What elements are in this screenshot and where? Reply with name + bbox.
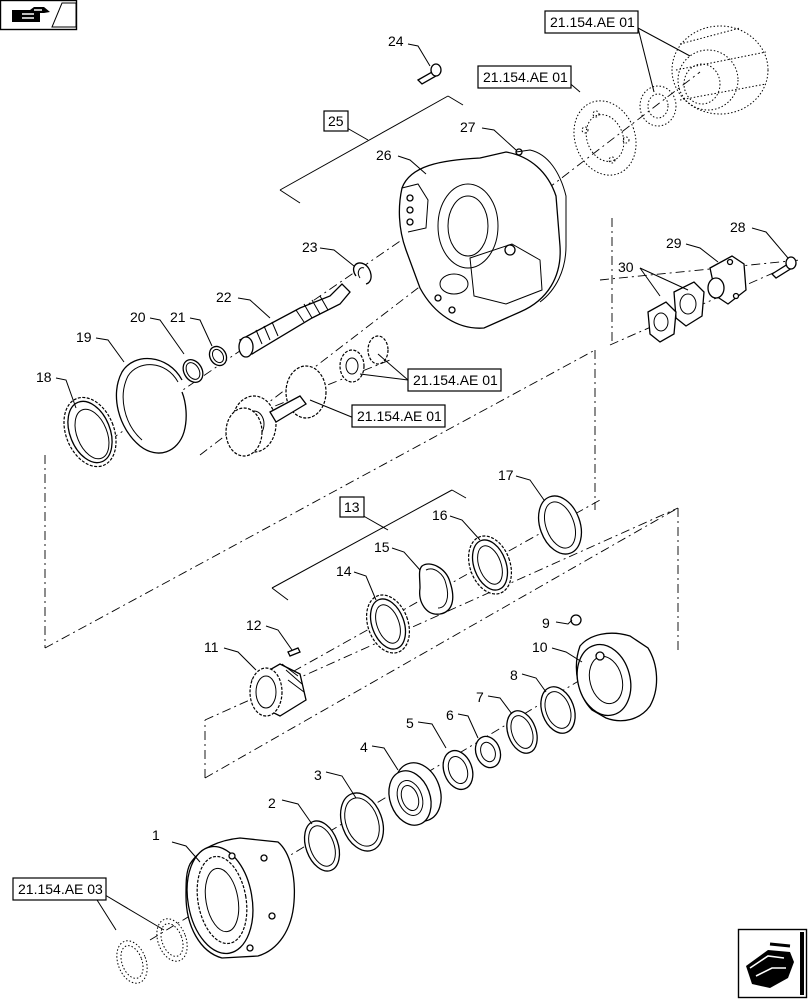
callout-25-box[interactable]: 25 <box>323 110 349 132</box>
callout-24[interactable]: 24 <box>388 33 404 49</box>
callout-3[interactable]: 3 <box>314 767 322 783</box>
callout-21[interactable]: 21 <box>170 309 186 325</box>
part-22-shaft <box>238 283 351 358</box>
callout-17[interactable]: 17 <box>498 467 514 483</box>
part-23-snap-ring <box>352 262 372 285</box>
ref-link-gear-large[interactable]: 21.154.AE 01 <box>351 404 446 428</box>
callout-20[interactable]: 20 <box>130 309 146 325</box>
callout-29[interactable]: 29 <box>666 235 682 251</box>
callout-22[interactable]: 22 <box>216 289 232 305</box>
part-15-spring-clip <box>418 563 454 615</box>
ref-bearing <box>639 85 677 127</box>
callout-1[interactable]: 1 <box>152 827 160 843</box>
part-24-bolt <box>416 63 442 85</box>
part-1-clutch-housing <box>185 837 296 959</box>
part-29-cover <box>707 255 747 305</box>
callout-13: 13 <box>344 499 360 515</box>
part-30-gasket-a <box>673 281 705 327</box>
ref-link-bottom[interactable]: 21.154.AE 03 <box>12 877 107 901</box>
part-19-snap-ring <box>115 358 187 454</box>
callout-9[interactable]: 9 <box>542 615 550 631</box>
callout-8[interactable]: 8 <box>510 667 518 683</box>
callout-numbers: 1 2 3 4 5 6 7 8 9 10 11 12 14 15 16 17 1… <box>36 33 746 843</box>
ref-gear-small <box>339 335 389 383</box>
part-5-ring <box>442 749 474 791</box>
ref-link-carrier[interactable]: 21.154.AE 01 <box>477 65 572 89</box>
callout-15[interactable]: 15 <box>374 539 390 555</box>
callout-19[interactable]: 19 <box>76 329 92 345</box>
callout-26[interactable]: 26 <box>376 147 392 163</box>
callout-2[interactable]: 2 <box>268 795 276 811</box>
part-20-ring <box>182 359 204 383</box>
callout-7[interactable]: 7 <box>476 689 484 705</box>
callout-6[interactable]: 6 <box>446 707 454 723</box>
group-bracket-13 <box>271 489 467 601</box>
part-8-ring <box>540 686 576 734</box>
part-9-pin <box>570 614 582 626</box>
part-3-ring <box>339 792 385 852</box>
part-30-gasket-b <box>647 301 677 343</box>
ref-carrier-plate <box>573 100 637 176</box>
part-14-synchro-ring <box>365 594 411 654</box>
group-bracket-25 <box>279 95 464 204</box>
callout-28[interactable]: 28 <box>730 219 746 235</box>
ref-link-gear-small[interactable]: 21.154.AE 01 <box>407 368 502 392</box>
part-7-ring <box>506 710 538 754</box>
ref-bottom-rings <box>116 918 188 984</box>
callout-10[interactable]: 10 <box>532 639 548 655</box>
part-10-clutch-drum <box>575 632 658 722</box>
callout-14[interactable]: 14 <box>336 563 352 579</box>
part-21-ring <box>208 345 228 367</box>
ref-planet-drum <box>671 25 769 115</box>
callout-5[interactable]: 5 <box>406 715 414 731</box>
ref-gear-large-label: 21.154.AE 01 <box>357 408 442 424</box>
callout-leaders <box>55 27 789 931</box>
part-16-synchro-ring <box>467 535 513 595</box>
callout-13-box[interactable]: 13 <box>339 496 365 518</box>
ref-link-top[interactable]: 21.154.AE 01 <box>544 10 639 34</box>
ref-top-label: 21.154.AE 01 <box>550 14 635 30</box>
part-4-piston <box>388 762 442 826</box>
callout-16[interactable]: 16 <box>432 507 448 523</box>
hand-pointing-right-icon <box>12 7 50 22</box>
callout-11[interactable]: 11 <box>204 639 219 655</box>
callout-23[interactable]: 23 <box>302 239 318 255</box>
callout-4[interactable]: 4 <box>360 739 368 755</box>
callout-12[interactable]: 12 <box>246 617 262 633</box>
callout-18[interactable]: 18 <box>36 369 52 385</box>
nav-next-button[interactable] <box>737 928 808 999</box>
ref-bottom-label: 21.154.AE 03 <box>18 881 103 897</box>
part-6-washer <box>474 735 502 769</box>
callout-27[interactable]: 27 <box>460 119 476 135</box>
ref-carrier-label: 21.154.AE 01 <box>483 69 568 85</box>
part-18-toothed-ring <box>63 396 117 468</box>
part-28-bolt <box>770 256 797 279</box>
hand-pointing-left-icon <box>746 942 794 988</box>
nav-prev-button[interactable] <box>0 0 78 31</box>
part-12-key <box>287 647 301 657</box>
callout-25: 25 <box>328 113 344 129</box>
part-17-ring <box>537 495 583 555</box>
part-26-housing <box>398 149 567 329</box>
ref-gear-small-label: 21.154.AE 01 <box>413 372 498 388</box>
ref-gear-large <box>225 365 327 457</box>
callout-30[interactable]: 30 <box>618 259 634 275</box>
part-11-gear-hub <box>249 663 307 717</box>
part-2-ring <box>303 820 341 872</box>
